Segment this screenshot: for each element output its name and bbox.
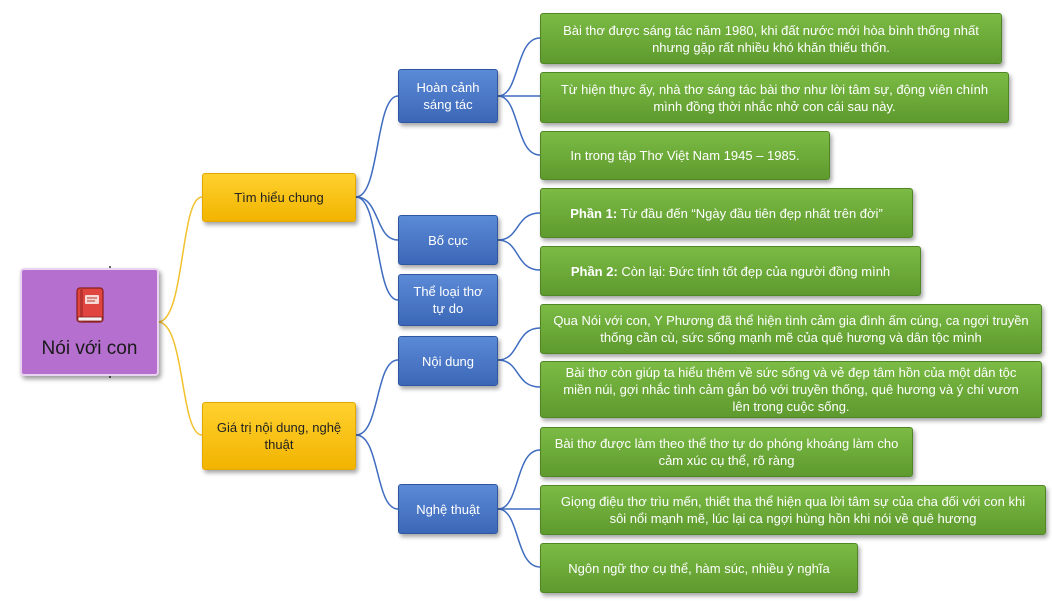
link-bo-cuc-leaf-1 bbox=[497, 212, 541, 241]
link-nghe-thuat-leaf-3 bbox=[497, 508, 541, 568]
leaf-noi-dung-1[interactable]: Qua Nói với con, Y Phương đã thể hiện tì… bbox=[540, 304, 1042, 354]
node-nghe-thuat[interactable]: Nghệ thuật bbox=[398, 484, 498, 534]
leaf-body: Còn lại: Đức tính tốt đẹp của người đồng… bbox=[617, 263, 891, 279]
link-bo-cuc-leaf-2 bbox=[497, 239, 541, 271]
link-tim-hieu-the-loai bbox=[355, 196, 399, 301]
leaf-prefix: Phần 2: bbox=[570, 263, 618, 279]
link-noi-dung-leaf-1 bbox=[497, 327, 541, 361]
link-tim-hieu-bo-cuc bbox=[355, 196, 399, 241]
leaf-text: Qua Nói với con, Y Phương đã thể hiện tì… bbox=[553, 313, 1029, 345]
leaf-nghe-thuat-3[interactable]: Ngôn ngữ thơ cụ thể, hàm súc, nhiều ý ng… bbox=[540, 543, 858, 593]
node-noi-dung[interactable]: Nội dung bbox=[398, 336, 498, 386]
link-hoan-canh-leaf-3 bbox=[497, 95, 541, 156]
root-title: Nói với con bbox=[41, 338, 138, 359]
leaf-text: Giọng điệu thơ trìu mến, thiết tha thể h… bbox=[560, 494, 1026, 526]
leaf-text: Từ hiện thực ấy, nhà thơ sáng tác bài th… bbox=[560, 81, 989, 114]
node-label: Giá trị nội dung, nghệ thuật bbox=[216, 420, 342, 452]
leaf-bo-cuc-2[interactable]: Phần 2: Còn lại: Đức tính tốt đẹp của ng… bbox=[540, 246, 921, 296]
leaf-nghe-thuat-2[interactable]: Giọng điệu thơ trìu mến, thiết tha thể h… bbox=[540, 485, 1046, 535]
leaf-text: Phần 2: Còn lại: Đức tính tốt đẹp của ng… bbox=[571, 263, 890, 280]
book-icon bbox=[75, 287, 105, 326]
node-label: Nghệ thuật bbox=[416, 501, 480, 517]
leaf-text: Bài thơ được làm theo thể thơ tự do phón… bbox=[554, 436, 899, 468]
node-label: Tìm hiểu chung bbox=[234, 190, 324, 205]
leaf-nghe-thuat-1[interactable]: Bài thơ được làm theo thể thơ tự do phón… bbox=[540, 427, 913, 477]
link-root-tim-hieu bbox=[157, 196, 203, 323]
link-tim-hieu-hoan-canh bbox=[355, 95, 399, 198]
node-the-loai[interactable]: Thể loại thơ tự do bbox=[398, 274, 498, 326]
node-bo-cuc[interactable]: Bố cục bbox=[398, 215, 498, 265]
leaf-noi-dung-2[interactable]: Bài thơ còn giúp ta hiểu thêm về sức sốn… bbox=[540, 361, 1042, 418]
link-nghe-thuat-leaf-1 bbox=[497, 449, 541, 510]
leaf-text: Ngôn ngữ thơ cụ thể, hàm súc, nhiều ý ng… bbox=[568, 560, 830, 576]
link-hoan-canh-leaf-1 bbox=[497, 37, 541, 97]
node-label: Thể loại thơ tự do bbox=[413, 284, 483, 316]
node-label: Nội dung bbox=[421, 353, 475, 369]
node-gia-tri-noi-dung-nghe-thuat[interactable]: Giá trị nội dung, nghệ thuật bbox=[202, 402, 356, 470]
node-tim-hieu-chung[interactable]: Tìm hiểu chung bbox=[202, 173, 356, 222]
leaf-hoan-canh-2[interactable]: Từ hiện thực ấy, nhà thơ sáng tác bài th… bbox=[540, 72, 1009, 123]
leaf-bo-cuc-1[interactable]: Phần 1: Từ đầu đến “Ngày đầu tiên đẹp nh… bbox=[540, 188, 913, 238]
link-gia-tri-nghe-thuat bbox=[355, 434, 399, 510]
root-node[interactable]: Nói với con bbox=[20, 268, 159, 376]
leaf-hoan-canh-3[interactable]: In trong tập Thơ Việt Nam 1945 – 1985. bbox=[540, 131, 830, 180]
leaf-text: Bài thơ được sáng tác năm 1980, khi đất … bbox=[563, 22, 979, 55]
node-hoan-canh-sang-tac[interactable]: Hoàn cảnh sáng tác bbox=[398, 69, 498, 123]
leaf-prefix: Phần 1: bbox=[570, 205, 618, 221]
node-label: Hoàn cảnh sáng tác bbox=[416, 80, 480, 112]
leaf-body: Từ đầu đến “Ngày đầu tiên đẹp nhất trên … bbox=[617, 205, 883, 221]
node-label: Bố cục bbox=[428, 232, 468, 248]
link-noi-dung-leaf-2 bbox=[497, 359, 541, 388]
link-root-gia-tri bbox=[157, 321, 203, 436]
link-gia-tri-noi-dung bbox=[355, 359, 399, 436]
leaf-text: In trong tập Thơ Việt Nam 1945 – 1985. bbox=[570, 148, 800, 163]
leaf-text: Bài thơ còn giúp ta hiểu thêm về sức sốn… bbox=[563, 365, 1019, 414]
leaf-text: Phần 1: Từ đầu đến “Ngày đầu tiên đẹp nh… bbox=[570, 205, 883, 222]
leaf-hoan-canh-1[interactable]: Bài thơ được sáng tác năm 1980, khi đất … bbox=[540, 13, 1002, 64]
